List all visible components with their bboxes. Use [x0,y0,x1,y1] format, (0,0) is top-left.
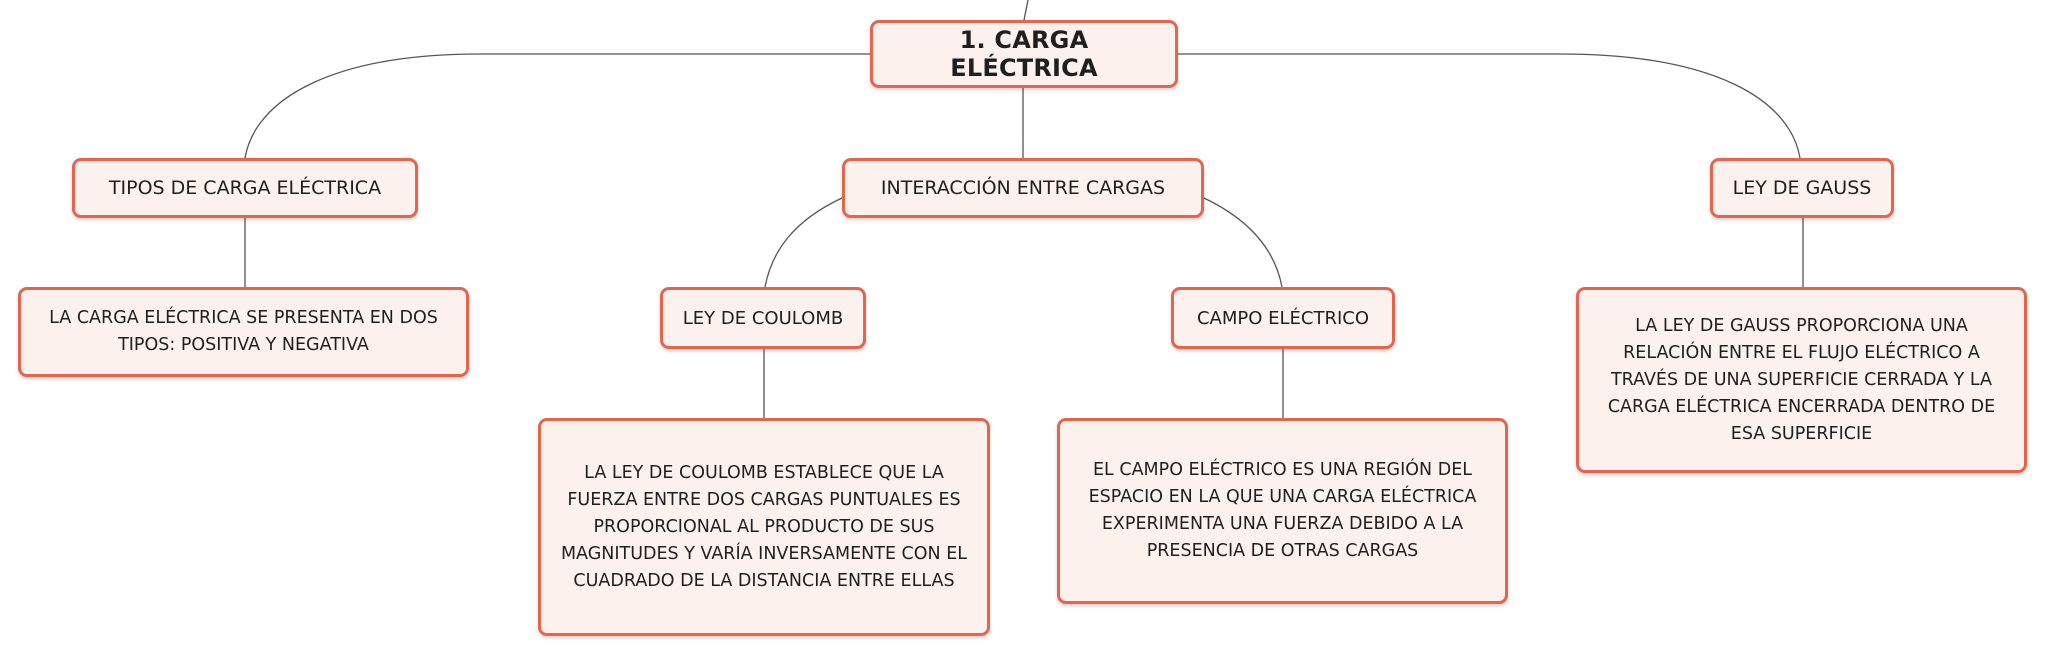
node-campo-electrico-label: CAMPO ELÉCTRICO [1196,307,1370,329]
node-coulomb-description[interactable]: LA LEY DE COULOMB ESTABLECE QUE LA FUERZ… [538,418,990,636]
node-interaccion-entre-cargas[interactable]: INTERACCIÓN ENTRE CARGAS [842,158,1204,218]
node-gauss-description[interactable]: LA LEY DE GAUSS PROPORCIONA UNA RELACIÓN… [1576,287,2027,473]
node-ley-de-gauss-label: LEY DE GAUSS [1732,177,1872,199]
node-campo-description[interactable]: EL CAMPO ELÉCTRICO ES UNA REGIÓN DEL ESP… [1057,418,1508,604]
node-ley-de-coulomb[interactable]: LEY DE COULOMB [660,287,866,349]
connector-root-to-parent [1023,0,1029,21]
connector-interaccion-to-coulomb [764,197,843,288]
node-tipos-de-carga[interactable]: TIPOS DE CARGA ELÉCTRICA [72,158,418,218]
node-campo-description-text: EL CAMPO ELÉCTRICO ES UNA REGIÓN DEL ESP… [1088,460,1477,561]
node-tipos-description[interactable]: LA CARGA ELÉCTRICA SE PRESENTA EN DOS TI… [18,287,469,377]
node-gauss-description-text: LA LEY DE GAUSS PROPORCIONA UNA RELACIÓN… [1607,315,1996,444]
connector-root-to-tipos [244,53,870,159]
node-interaccion-entre-cargas-label: INTERACCIÓN ENTRE CARGAS [880,177,1166,199]
node-carga-electrica-label: 1. CARGA ELÉCTRICA [950,26,1098,82]
node-ley-de-coulomb-label: LEY DE COULOMB [682,307,844,329]
node-coulomb-description-text: LA LEY DE COULOMB ESTABLECE QUE LA FUERZ… [560,462,968,591]
node-ley-de-gauss[interactable]: LEY DE GAUSS [1710,158,1894,218]
node-carga-electrica[interactable]: 1. CARGA ELÉCTRICA [870,20,1178,88]
node-tipos-de-carga-label: TIPOS DE CARGA ELÉCTRICA [108,177,382,199]
node-tipos-description-text: LA CARGA ELÉCTRICA SE PRESENTA EN DOS TI… [49,308,438,355]
connector-root-to-gauss [1178,53,1801,159]
node-campo-electrico[interactable]: CAMPO ELÉCTRICO [1171,287,1395,349]
connector-interaccion-to-campo [1203,197,1283,288]
